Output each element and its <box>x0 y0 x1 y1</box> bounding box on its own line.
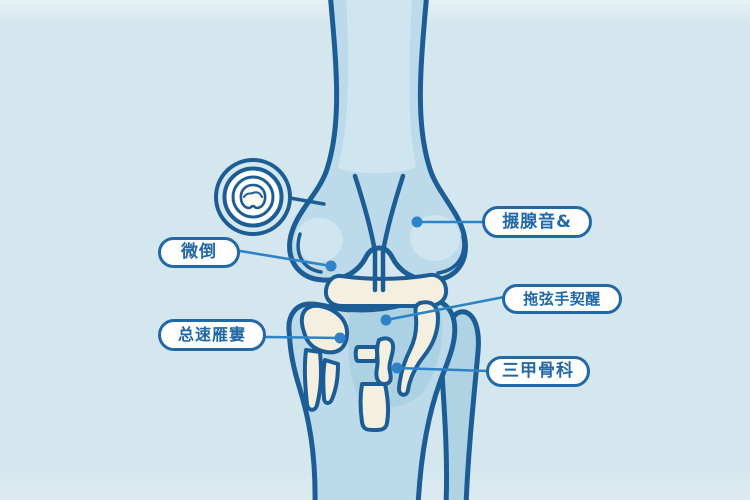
leader-line-bottom-left <box>264 335 342 340</box>
left-condyle-crease <box>296 232 323 274</box>
bone-cross-section-badge-icon <box>239 183 267 210</box>
badge-outer-ring <box>214 158 292 236</box>
medial-ligament-prong-left <box>302 348 323 412</box>
marker-dot-mid-left <box>325 260 337 272</box>
badge-icon-wave-detail <box>243 191 263 198</box>
label-pill-bottom-left: 总速雁寠 <box>158 319 266 351</box>
label-pill-top-right: 搌腺音& <box>482 206 592 238</box>
femur-right-condyle-highlight <box>410 215 460 261</box>
label-text-mid-left: 微倒 <box>181 242 217 262</box>
leader-line-mid-right <box>384 295 506 322</box>
central-ligament-bar <box>353 345 380 363</box>
intercondylar-notch-left-edge <box>352 173 378 293</box>
label-text-bottom-left: 总速雁寠 <box>177 325 246 344</box>
label-text-bottom-right: 三甲骨科 <box>502 361 574 381</box>
femur-left-condyle-highlight <box>295 218 343 262</box>
lateral-ligament-crescent <box>397 300 440 397</box>
label-pill-mid-right: 拖弦手契醒 <box>502 284 622 314</box>
label-text-mid-right: 拖弦手契醒 <box>523 289 601 308</box>
leader-line-mid-left <box>238 249 333 268</box>
label-text-top-right: 搌腺音& <box>502 211 572 232</box>
marker-dot-bottom-left <box>334 332 346 344</box>
marker-dot-top-right <box>411 216 423 228</box>
meniscus-cartilage <box>323 272 449 308</box>
leader-line-bottom-right <box>395 366 490 373</box>
marker-dot-mid-right <box>380 314 392 326</box>
medial-ligament-prong-right <box>321 358 340 405</box>
intercondylar-notch-right-edge <box>380 173 406 293</box>
tibial-tuberosity-piece <box>358 382 391 432</box>
label-pill-mid-left: 微倒 <box>158 237 240 268</box>
badge-connector-line <box>288 196 326 206</box>
right-condyle-crease <box>436 234 466 275</box>
femur-shaft-highlight <box>338 0 416 174</box>
marker-dot-bottom-right <box>391 362 403 374</box>
central-cruciate-ligament <box>374 336 396 386</box>
label-pill-bottom-right: 三甲骨科 <box>486 356 590 387</box>
